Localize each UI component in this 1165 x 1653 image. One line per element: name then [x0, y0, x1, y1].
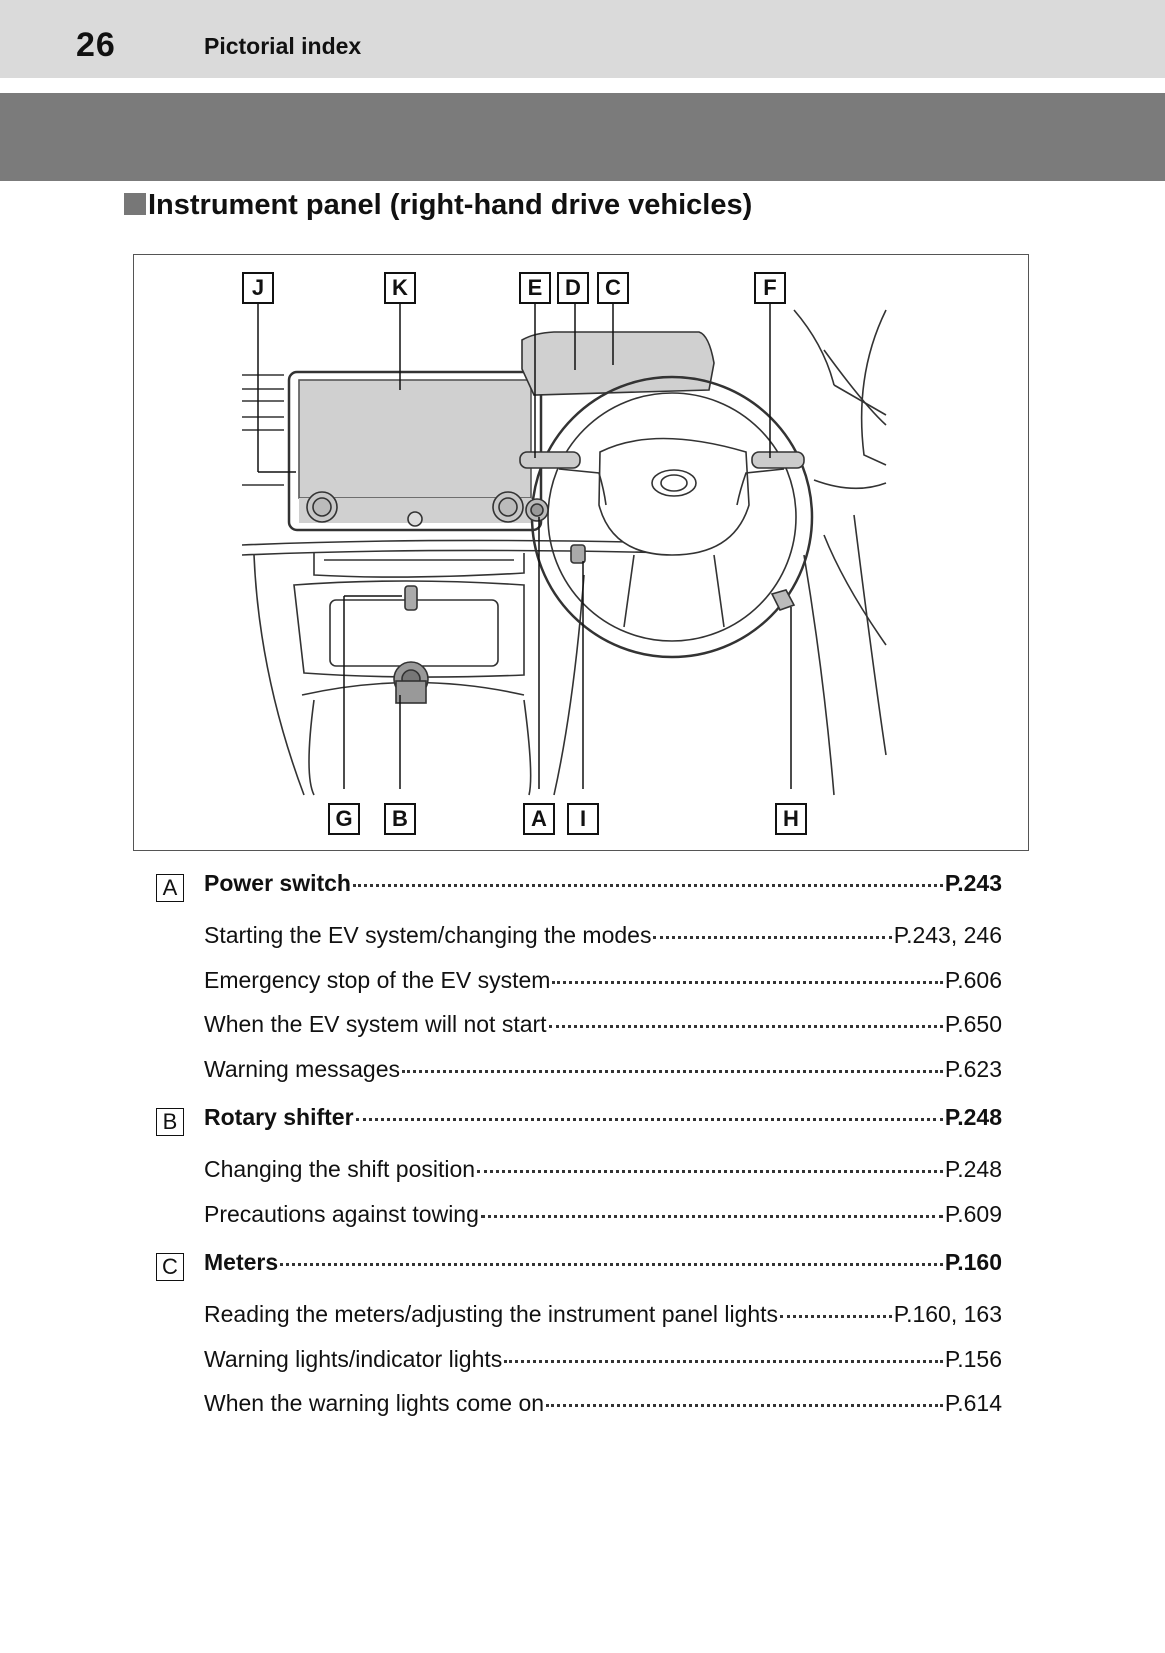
entry-badge: C — [156, 1253, 184, 1281]
page-ref: P.609 — [944, 1200, 1002, 1227]
entry-item[interactable]: Warning messages P.623 — [156, 1056, 1002, 1101]
section-heading: Instrument panel (right-hand drive vehic… — [124, 189, 752, 222]
callout-d: D — [557, 272, 589, 304]
leader-dots — [780, 1315, 892, 1318]
callout-f: F — [754, 272, 786, 304]
entry-group: C Meters P.160 Reading the meters/adjust… — [156, 1249, 1002, 1435]
page-ref: P.243 — [944, 870, 1002, 896]
callout-i: I — [567, 803, 599, 835]
leader-dots — [546, 1404, 943, 1407]
callout-k: K — [384, 272, 416, 304]
page-ref: P.156 — [944, 1345, 1002, 1372]
callout-e: E — [519, 272, 551, 304]
item-text: Precautions against towing — [204, 1200, 479, 1227]
entry-title: Power switch — [204, 870, 351, 896]
callout-h: H — [775, 803, 807, 835]
page-number: 26 — [76, 26, 116, 64]
callout-j: J — [242, 272, 274, 304]
entry-item[interactable]: Precautions against towing P.609 — [156, 1201, 1002, 1246]
leader-dots — [504, 1359, 943, 1363]
section-band — [0, 93, 1165, 181]
leader-dots — [280, 1263, 943, 1266]
item-text: When the EV system will not start — [204, 1011, 547, 1037]
item-text: Warning messages — [204, 1055, 401, 1082]
entry-heading[interactable]: A Power switch P.243 — [156, 870, 1002, 922]
entry-title: Meters — [204, 1249, 279, 1275]
page-header-bar: 26 Pictorial index — [0, 0, 1165, 78]
section-title: Instrument panel (right-hand drive vehic… — [148, 189, 753, 221]
item-text: Reading the meters/adjusting the instrum… — [204, 1301, 779, 1327]
page-ref: P.248 — [944, 1156, 1002, 1182]
item-text: When the warning lights come on — [204, 1390, 545, 1416]
entry-item[interactable]: When the warning lights come on P.614 — [156, 1390, 1002, 1435]
page-ref: P.614 — [944, 1390, 1002, 1416]
entry-heading[interactable]: C Meters P.160 — [156, 1249, 1002, 1301]
entry-item[interactable]: Changing the shift position P.248 — [156, 1156, 1002, 1201]
page-ref: P.160 — [944, 1249, 1002, 1275]
page-ref: P.606 — [944, 966, 1002, 993]
leader-dots — [480, 1214, 943, 1218]
item-text: Changing the shift position — [204, 1156, 476, 1182]
square-bullet-icon — [124, 193, 146, 215]
dashboard-drawing — [241, 291, 887, 796]
page-ref: P.248 — [944, 1104, 1002, 1130]
page-ref: P.650 — [944, 1011, 1002, 1037]
entry-item[interactable]: Reading the meters/adjusting the instrum… — [156, 1301, 1002, 1346]
entry-item[interactable]: Emergency stop of the EV system P.606 — [156, 967, 1002, 1012]
leader-dots — [477, 1170, 943, 1173]
entry-title: Rotary shifter — [204, 1104, 354, 1130]
header-title: Pictorial index — [204, 33, 362, 59]
leader-dots — [402, 1069, 943, 1073]
entry-item[interactable]: Warning lights/indicator lights P.156 — [156, 1346, 1002, 1391]
entry-item[interactable]: Starting the EV system/changing the mode… — [156, 922, 1002, 967]
leader-dots — [653, 936, 892, 939]
entry-item[interactable]: When the EV system will not start P.650 — [156, 1011, 1002, 1056]
index-list: A Power switch P.243 Starting the EV sys… — [156, 870, 1002, 1439]
entry-heading[interactable]: B Rotary shifter P.248 — [156, 1104, 1002, 1156]
callout-c: C — [597, 272, 629, 304]
page-ref: P.243, 246 — [893, 922, 1002, 948]
page-ref: P.160, 163 — [893, 1301, 1002, 1327]
leader-dots — [352, 884, 943, 887]
callout-g: G — [328, 803, 360, 835]
item-text: Warning lights/indicator lights — [204, 1345, 503, 1372]
page-ref: P.623 — [944, 1055, 1002, 1082]
leader-dots — [355, 1118, 943, 1121]
entry-group: B Rotary shifter P.248 Changing the shif… — [156, 1104, 1002, 1245]
leader-dots — [548, 1025, 943, 1028]
entry-badge: A — [156, 874, 184, 902]
leader-dots — [552, 980, 943, 984]
item-text: Emergency stop of the EV system — [204, 966, 551, 993]
instrument-panel-illustration: J K E D C F G B A I H — [133, 254, 1029, 851]
entry-badge: B — [156, 1108, 184, 1136]
entry-group: A Power switch P.243 Starting the EV sys… — [156, 870, 1002, 1100]
callout-b: B — [384, 803, 416, 835]
callout-a: A — [523, 803, 555, 835]
item-text: Starting the EV system/changing the mode… — [204, 922, 652, 948]
